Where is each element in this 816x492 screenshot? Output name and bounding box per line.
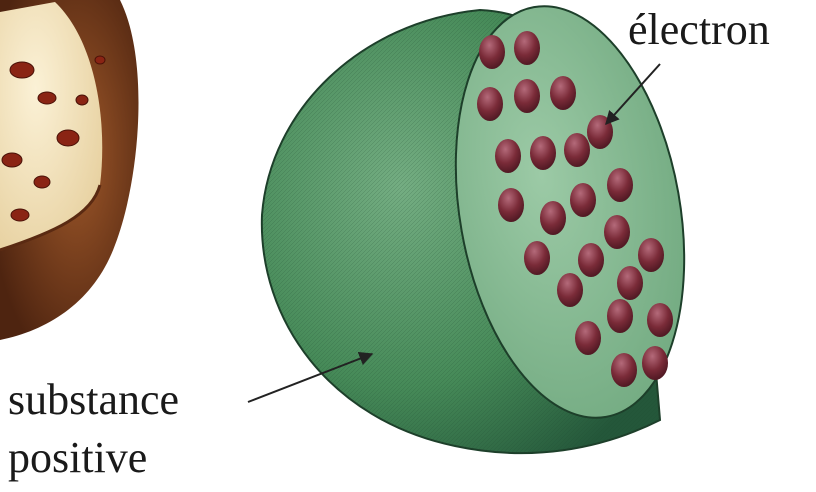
electron-dot [611,353,637,387]
positive-substance-label-line1: substance [8,378,179,422]
plum-pudding-image [0,0,139,340]
electron-dot [498,188,524,222]
electron-label: électron [628,8,770,52]
electron-dot [530,136,556,170]
electron-dot [514,31,540,65]
electron-dot [647,303,673,337]
electron-dot [514,79,540,113]
electron-dot [524,241,550,275]
electron-dot [638,238,664,272]
electron-dot [550,76,576,110]
electron-dot [604,215,630,249]
electron-dot [570,183,596,217]
electron-dot [495,139,521,173]
electron-dot [575,321,601,355]
electron-dot [607,299,633,333]
positive-substance-label-line2: positive [8,436,147,480]
electron-dot [578,243,604,277]
electron-dot [564,133,590,167]
electron-dot [477,87,503,121]
electron-dot [557,273,583,307]
electron-dot [540,201,566,235]
electron-dot [479,35,505,69]
electron-dot [642,346,668,380]
electron-dot [617,266,643,300]
electron-dot [607,168,633,202]
